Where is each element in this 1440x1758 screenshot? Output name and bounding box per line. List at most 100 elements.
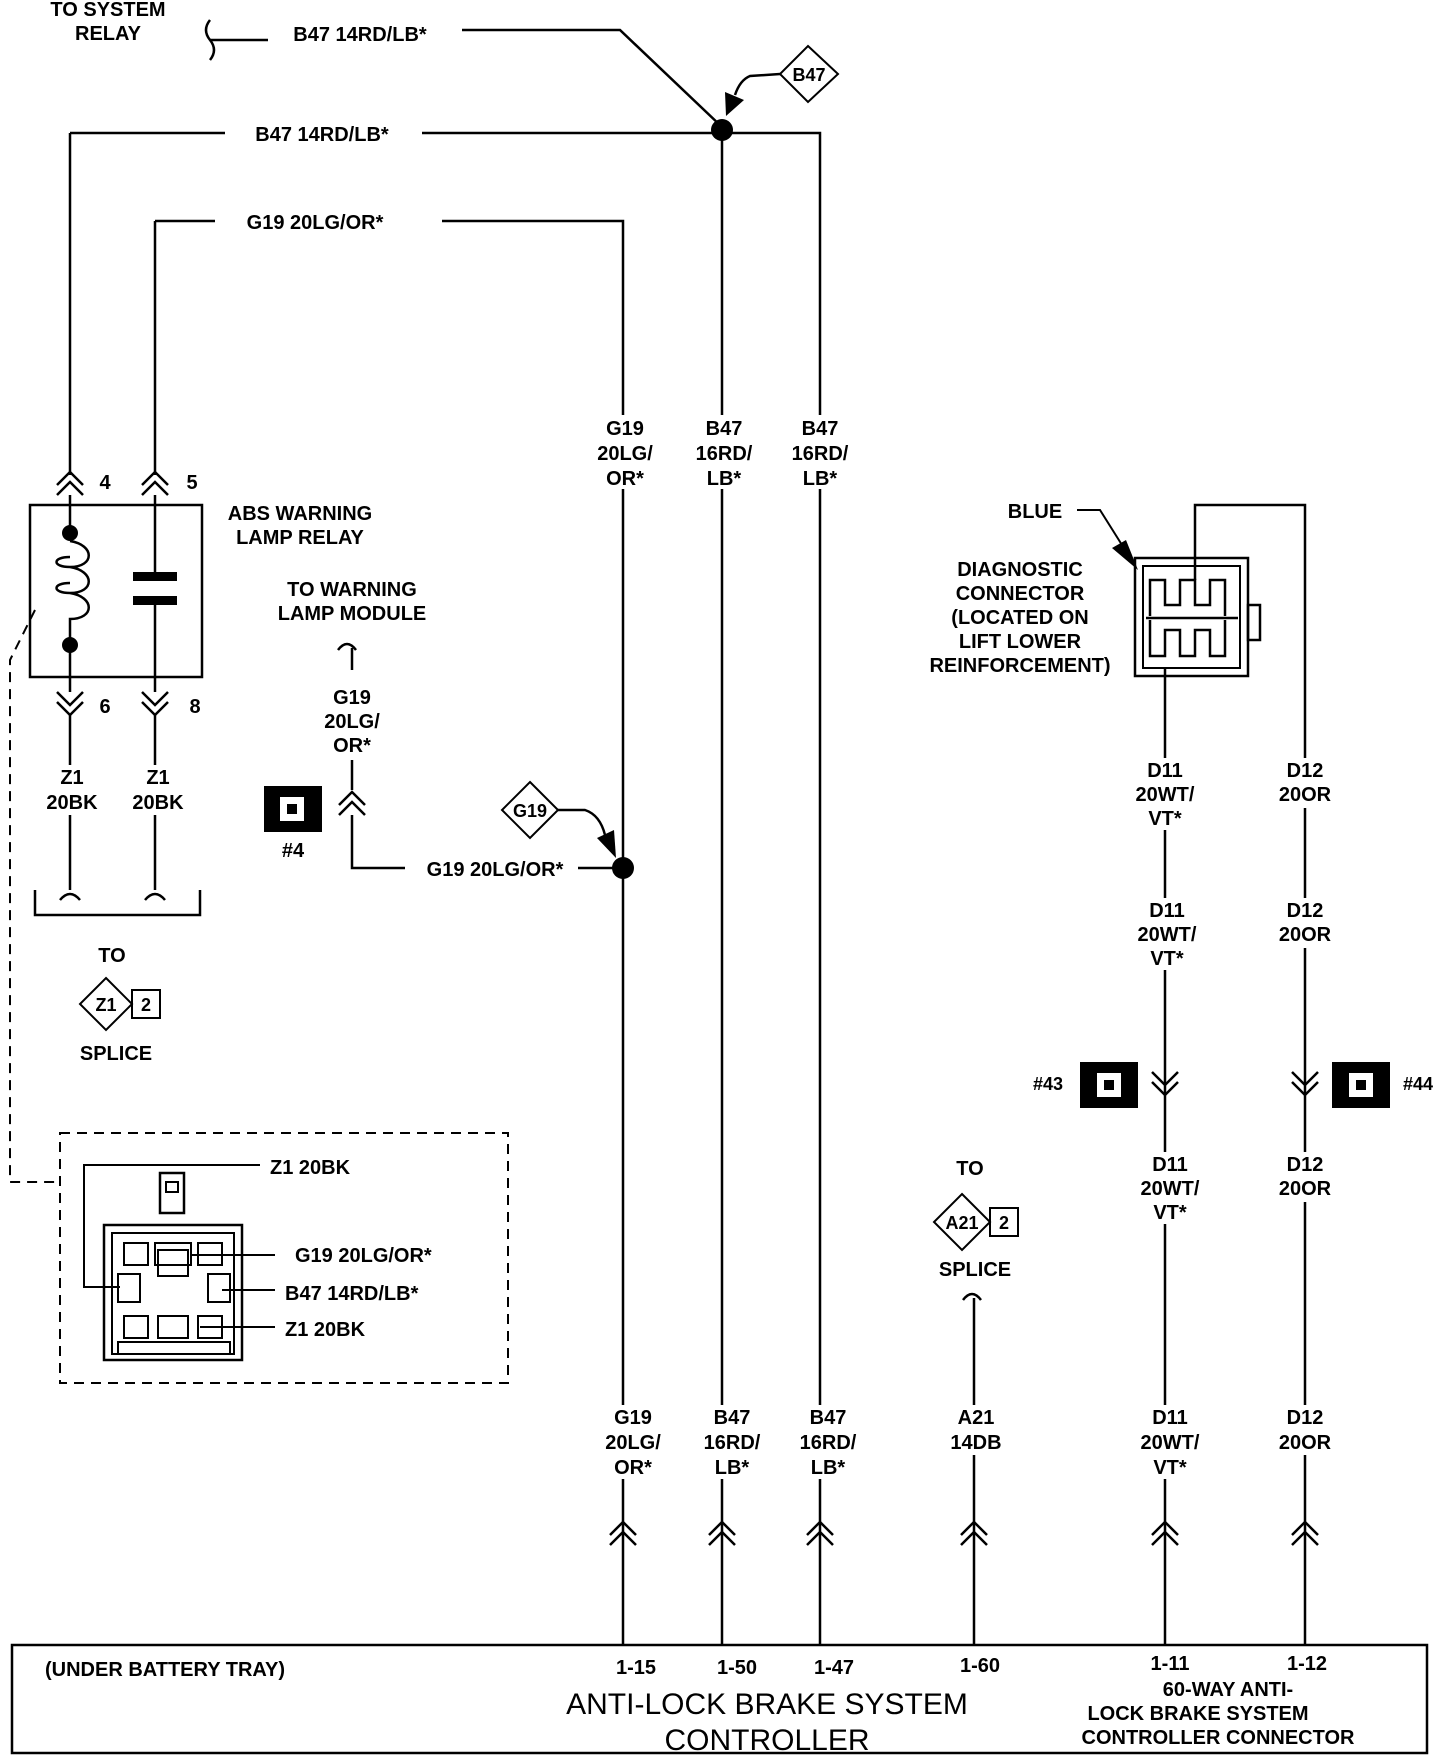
label-d11-bottom: D11 20WT/ VT* [1130, 1405, 1210, 1479]
warning-wire-line3: OR* [333, 735, 371, 757]
chevron-a21 [960, 1520, 988, 1546]
label-d12-bottom: D12 20OR [1265, 1405, 1345, 1455]
relay-contact-upper [133, 572, 177, 581]
wire-b47-second [422, 131, 822, 1645]
svg-text:D12: D12 [1287, 1407, 1324, 1429]
svg-text:20OR: 20OR [1279, 784, 1332, 806]
label-d11-a: D11 20WT/ VT* [1125, 758, 1205, 830]
relay-contact-lower [133, 596, 177, 605]
svg-text:16RD/: 16RD/ [704, 1432, 761, 1454]
diagnostic-title-4: LIFT LOWER [959, 631, 1082, 653]
connector-latch [158, 1171, 186, 1215]
chevron-b47b [806, 1520, 834, 1546]
svg-text:20WT/: 20WT/ [1141, 1432, 1200, 1454]
wire-6-label-line1: Z1 [60, 767, 83, 789]
controller-title-line1: ANTI-LOCK BRAKE SYSTEM [566, 1688, 968, 1721]
to-system-relay-label: TO SYSTEM RELAY [50, 0, 165, 45]
controller-title-line2: CONTROLLER [664, 1724, 869, 1757]
label-b47a-upper: B47 16RD/ LB* [684, 415, 764, 490]
diagnostic-title-3: (LOCATED ON [951, 607, 1088, 629]
to-system-relay-line2: RELAY [75, 23, 142, 45]
a21-splice-branch: TO A21 2 SPLICE [932, 1158, 1019, 1645]
svg-text:Z1: Z1 [95, 995, 116, 1015]
splice-a21-num: 2 [999, 1213, 1009, 1233]
svg-text:20OR: 20OR [1279, 924, 1332, 946]
label-g19-bottom: G19 20LG/ OR* [593, 1405, 673, 1479]
svg-text:G19: G19 [606, 418, 644, 440]
svg-text:B47: B47 [706, 418, 743, 440]
relay-title-line2: LAMP RELAY [236, 527, 364, 549]
pin-5-connector [141, 470, 169, 496]
svg-text:B47: B47 [810, 1407, 847, 1429]
view-z1-top: Z1 20BK [270, 1157, 351, 1179]
relay-view-link [9, 609, 60, 1183]
chevron-d11 [1151, 1520, 1179, 1546]
wire-d12-feed [1193, 503, 1307, 1645]
splice-g19-dot [612, 857, 634, 879]
controller-connector-line2: LOCK BRAKE SYSTEM [1087, 1703, 1308, 1725]
controller-connector-line3: CONTROLLER CONNECTOR [1082, 1727, 1356, 1749]
relay-connector-view: Z1 20BK G19 20LG/OR* B47 14RD/LB* Z1 20B… [59, 1132, 509, 1384]
svg-text:D12: D12 [1287, 900, 1324, 922]
splice-z1-tag: Z1 2 [78, 976, 161, 1032]
abs-controller: (UNDER BATTERY TRAY) 1-15 1-50 1-47 1-60… [10, 1643, 1429, 1757]
svg-text:16RD/: 16RD/ [800, 1432, 857, 1454]
relay-coil [55, 539, 90, 640]
svg-text:VT*: VT* [1153, 1457, 1187, 1479]
label-b47b-upper: B47 16RD/ LB* [780, 415, 860, 490]
z1-splice-label: SPLICE [80, 1043, 152, 1065]
splice-a21-text: A21 [945, 1213, 978, 1233]
chevron-g19 [609, 1520, 637, 1546]
splice-b47-tag: B47 [725, 44, 840, 116]
connector-44-label: #44 [1403, 1074, 1433, 1094]
connector-view-frame [59, 1132, 509, 1384]
warning-lamp-title-line1: TO WARNING [287, 579, 417, 601]
svg-text:20OR: 20OR [1279, 1432, 1332, 1454]
svg-text:VT*: VT* [1148, 808, 1182, 830]
wire-6-label-line2: 20BK [46, 792, 98, 814]
chevron-b47a [708, 1520, 736, 1546]
inline-connector-d12 [1291, 1071, 1319, 1097]
diagnostic-terminals-upper [1148, 578, 1227, 616]
pin-1-47: 1-47 [814, 1657, 854, 1679]
diagnostic-title-1: DIAGNOSTIC [957, 559, 1083, 581]
svg-text:20WT/: 20WT/ [1136, 784, 1195, 806]
pin-4-connector [56, 470, 84, 496]
pin-6-label: 6 [99, 696, 110, 718]
pin-8-connector [141, 691, 169, 717]
svg-text:16RD/: 16RD/ [696, 443, 753, 465]
inline-connector-d11 [1151, 1071, 1179, 1097]
wire-break-warning [337, 642, 357, 651]
label-b47a-bottom: B47 16RD/ LB* [692, 1405, 772, 1479]
svg-text:D11: D11 [1152, 1154, 1188, 1176]
svg-text:LB*: LB* [707, 468, 742, 490]
svg-text:OR*: OR* [606, 468, 644, 490]
svg-text:VT*: VT* [1153, 1202, 1187, 1224]
diagnostic-color: BLUE [1008, 501, 1062, 523]
relay-coil-terminal-top [62, 525, 78, 541]
warning-wire-line1: G19 [333, 687, 371, 709]
pin-6-connector [56, 691, 84, 717]
connector-43-label: #43 [1033, 1074, 1063, 1094]
svg-text:16RD/: 16RD/ [792, 443, 849, 465]
relay-housing [28, 503, 204, 679]
ground-bracket [33, 890, 202, 917]
controller-inline-connectors [609, 1520, 1319, 1546]
wire-break-a21 [962, 1292, 982, 1301]
svg-text:2: 2 [141, 995, 151, 1015]
pin-1-11: 1-11 [1151, 1653, 1190, 1675]
wire-b47-top-label: B47 14RD/LB* [293, 24, 427, 46]
svg-text:D11: D11 [1152, 1407, 1188, 1429]
warning-inline-connector [338, 790, 366, 816]
connector-4-label: #4 [282, 840, 305, 862]
label-d11-c: D11 20WT/ VT* [1125, 1152, 1205, 1224]
chevron-d12 [1291, 1520, 1319, 1546]
wire-break-8 [144, 892, 166, 901]
wire-8-label-line2: 20BK [132, 792, 184, 814]
label-d12-a: D12 20OR [1265, 758, 1345, 808]
pin-1-50: 1-50 [717, 1657, 757, 1679]
warning-wire-line2: 20LG/ [324, 711, 380, 733]
controller-location: (UNDER BATTERY TRAY) [45, 1659, 285, 1681]
diagnostic-title-5: REINFORCEMENT) [929, 655, 1110, 677]
svg-text:B47: B47 [802, 418, 839, 440]
